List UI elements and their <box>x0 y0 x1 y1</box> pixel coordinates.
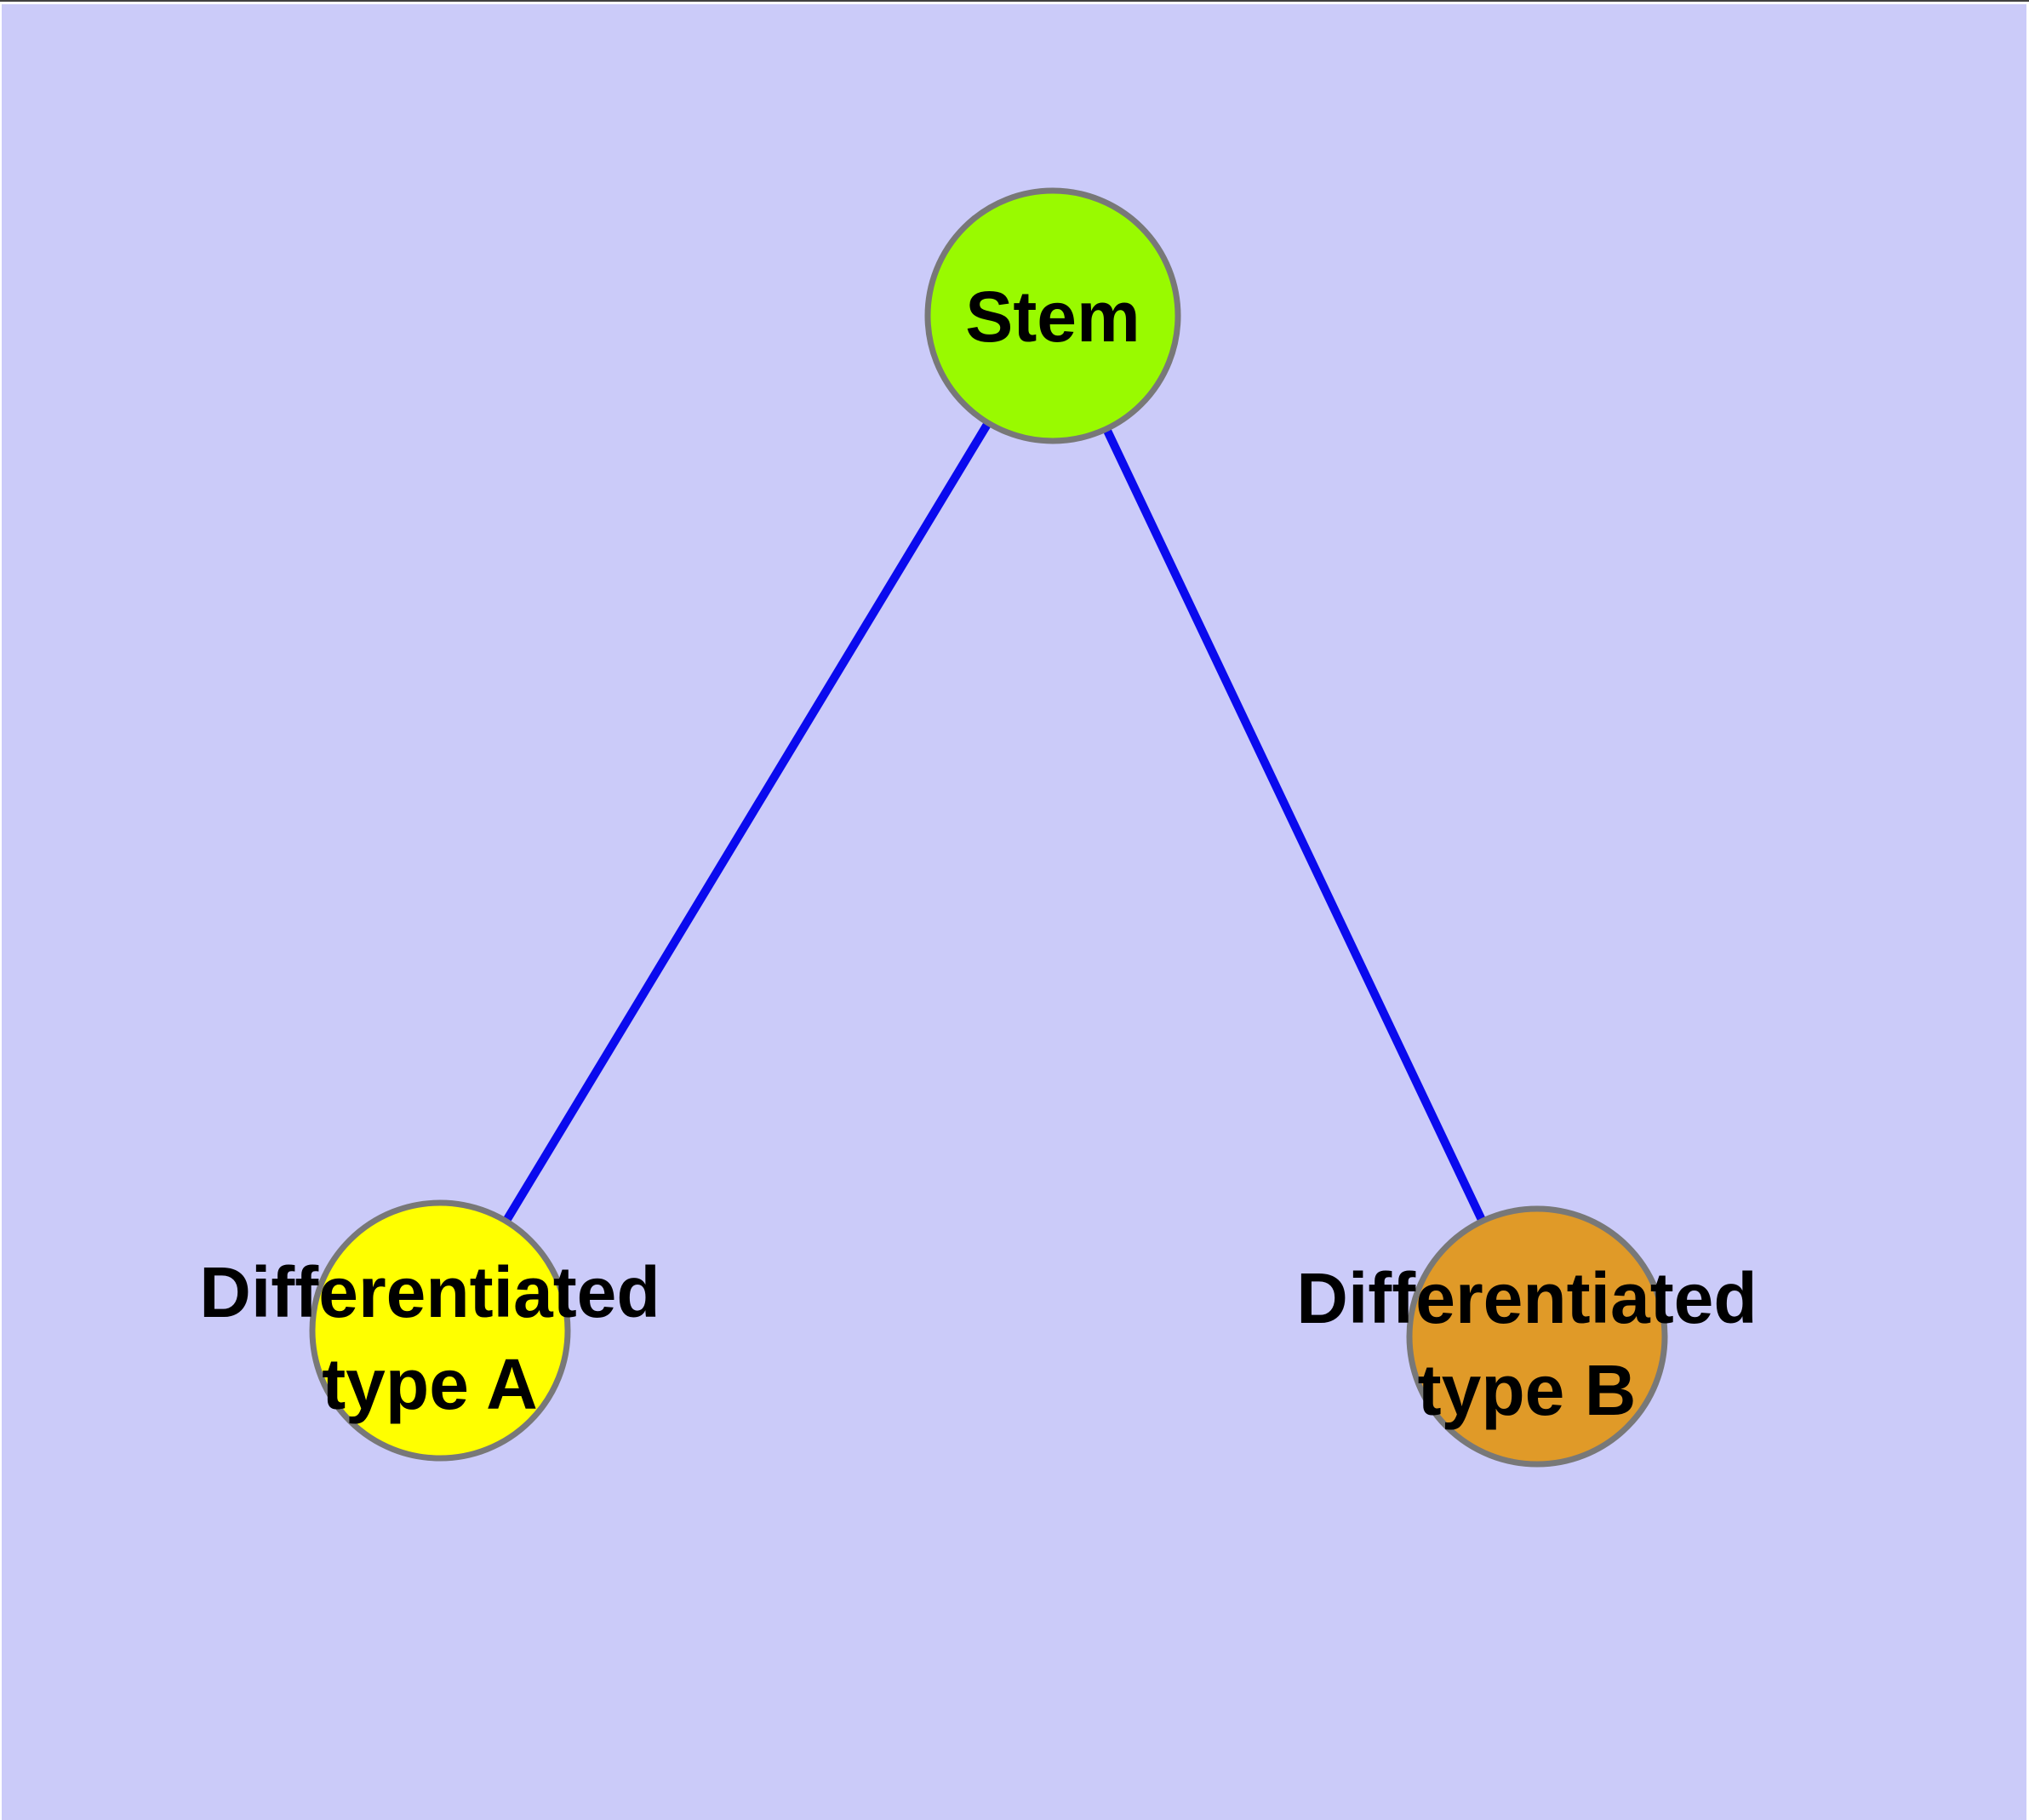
node-differentiated-type-a[interactable] <box>309 1199 571 1462</box>
edge-stem-to-type-a <box>436 313 1057 1333</box>
window-top-edge <box>0 0 2029 2</box>
node-differentiated-type-b[interactable] <box>1406 1205 1668 1468</box>
node-stem[interactable] <box>924 187 1181 444</box>
edge-stem-to-type-b <box>1049 313 1541 1339</box>
